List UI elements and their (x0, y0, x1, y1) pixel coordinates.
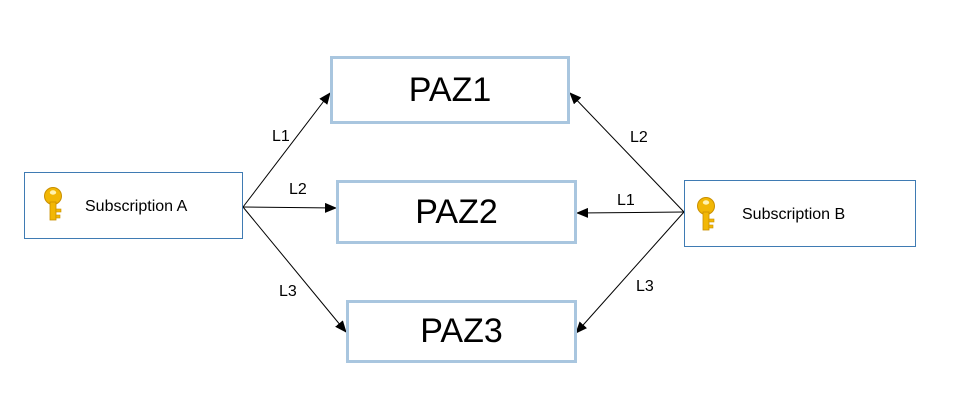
edge-a-paz3 (242, 206, 347, 333)
paz3-box[interactable]: PAZ3 (346, 300, 577, 363)
edge-b-paz2 (576, 207, 685, 218)
paz1-label: PAZ1 (408, 70, 492, 109)
key-icon (44, 187, 62, 221)
subscription-b-label: Subscription B (742, 206, 846, 223)
edge-label-b-paz1: L2 (630, 129, 648, 146)
edge-label-a-paz2: L2 (289, 181, 307, 198)
paz1-box[interactable]: PAZ1 (330, 56, 570, 124)
paz2-label: PAZ2 (415, 192, 498, 231)
edge-a-paz2 (242, 202, 337, 213)
paz2-box[interactable]: PAZ2 (336, 180, 577, 244)
key-icon (697, 197, 715, 231)
edge-label-b-paz3: L3 (636, 278, 654, 295)
subscription-a-label: Subscription A (85, 198, 188, 215)
subscription-b-box[interactable]: Subscription B (684, 180, 916, 247)
edge-label-a-paz3: L3 (279, 283, 297, 300)
edge-a-paz1 (242, 92, 331, 208)
subscription-a-box[interactable]: Subscription A (24, 172, 243, 239)
edge-b-paz3 (575, 211, 685, 334)
paz3-label: PAZ3 (420, 312, 503, 350)
edge-b-paz1 (569, 92, 685, 213)
edge-label-a-paz1: L1 (272, 128, 290, 145)
edge-label-b-paz2: L1 (617, 192, 635, 209)
